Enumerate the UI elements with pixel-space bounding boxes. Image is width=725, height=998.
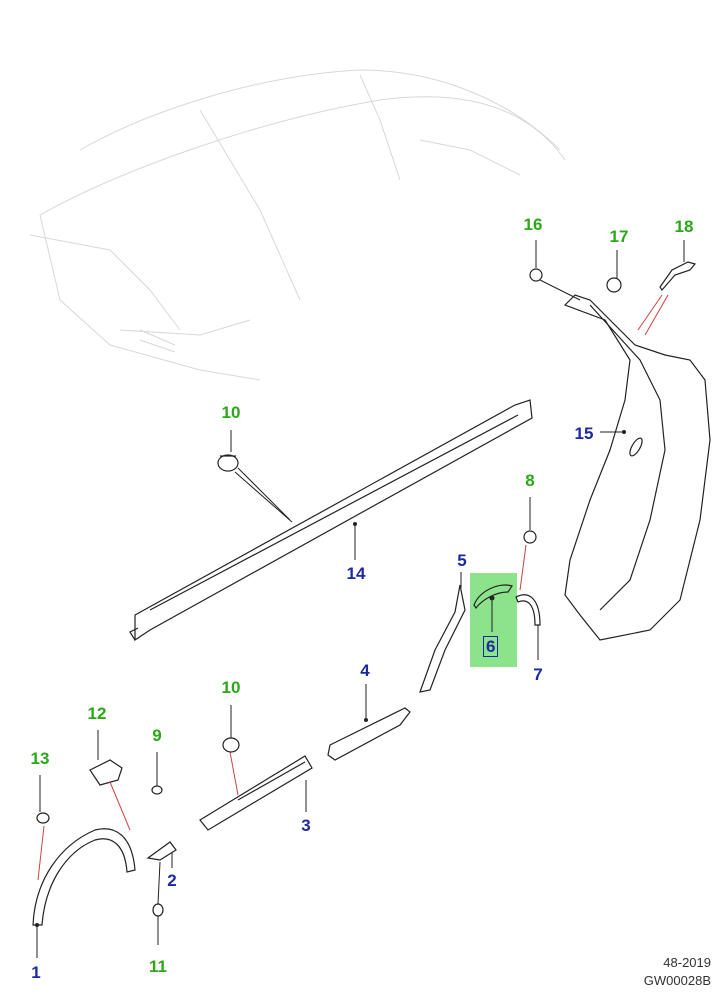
callout-7: 7 bbox=[533, 665, 543, 684]
wheel-arch-trim-part-7 bbox=[515, 594, 541, 626]
clip-part-8 bbox=[523, 530, 537, 544]
callout-12: 12 bbox=[87, 704, 107, 723]
moulding-part-4 bbox=[327, 707, 411, 761]
callout-10-lower: 10 bbox=[221, 678, 241, 697]
bracket-part-12 bbox=[89, 759, 123, 786]
clip-part-9 bbox=[151, 785, 163, 795]
sill-panel-part-14 bbox=[129, 399, 533, 642]
reference-code-2: GW00028B bbox=[643, 973, 711, 988]
moulding-part-3 bbox=[199, 755, 313, 831]
clip-part-10-lower bbox=[222, 737, 240, 753]
clip-part-13 bbox=[36, 812, 50, 824]
callout-6: 6 bbox=[482, 636, 499, 657]
highlight-part-6 bbox=[470, 573, 517, 667]
plug-part-17 bbox=[606, 277, 622, 293]
callout-14: 14 bbox=[346, 564, 366, 583]
reference-code-1: 48-2019 bbox=[663, 955, 711, 970]
callout-4: 4 bbox=[360, 661, 370, 680]
callout-17: 17 bbox=[609, 227, 629, 246]
callout-3: 3 bbox=[301, 816, 311, 835]
clip-part-11 bbox=[152, 903, 164, 917]
wheel-arch-trim-part-1 bbox=[32, 828, 136, 926]
callout-15: 15 bbox=[574, 424, 594, 443]
callout-2: 2 bbox=[167, 871, 177, 890]
bracket-part-2 bbox=[146, 841, 177, 861]
callout-11: 11 bbox=[149, 957, 167, 976]
clip-part-10-upper bbox=[217, 454, 239, 472]
callout-8: 8 bbox=[525, 471, 535, 490]
callout-18: 18 bbox=[674, 217, 694, 236]
wheel-arch-trim-part-5 bbox=[419, 584, 466, 693]
trim-piece-part-6 bbox=[473, 584, 513, 610]
clip-part-16 bbox=[529, 268, 543, 282]
callout-16: 16 bbox=[523, 215, 543, 234]
rear-panel-part-15 bbox=[563, 294, 711, 641]
callout-5: 5 bbox=[457, 551, 467, 570]
callout-13: 13 bbox=[30, 749, 50, 768]
callout-10-upper: 10 bbox=[221, 403, 241, 422]
ghost-vehicle-outline bbox=[29, 69, 566, 381]
bracket-part-18 bbox=[659, 261, 697, 291]
callout-9: 9 bbox=[152, 726, 162, 745]
callout-1: 1 bbox=[31, 963, 41, 982]
